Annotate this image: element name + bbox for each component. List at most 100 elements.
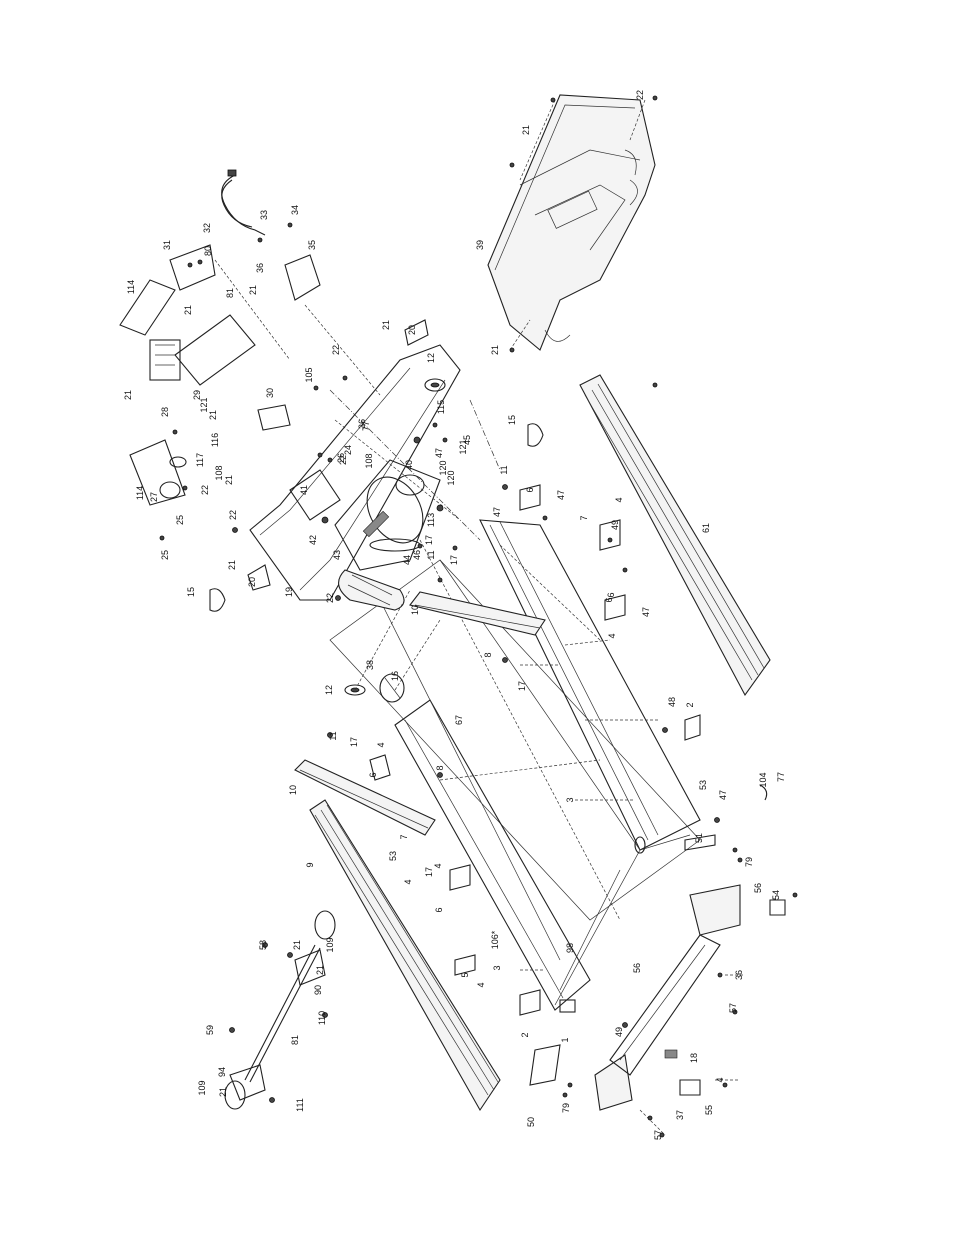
part-label: 81 [225, 288, 235, 298]
part-label: 26 [336, 453, 346, 463]
rear-endcap-right [689, 884, 786, 936]
part-label: 24 [343, 445, 353, 455]
part-label: 22 [635, 90, 645, 100]
part-label: 56 [632, 963, 642, 973]
part-label: 41 [299, 485, 309, 495]
side-brackets [369, 484, 716, 1086]
part-label: 29 [192, 390, 202, 400]
drive-belt [338, 569, 405, 611]
part-label: 21 [227, 560, 237, 570]
part-label: 8 [483, 652, 493, 657]
part-label: 36 [734, 970, 744, 980]
part-label: 17 [349, 737, 359, 747]
part-label: 90 [313, 985, 323, 995]
part-label: 40 [404, 460, 414, 470]
part-label: 55 [704, 1105, 714, 1115]
part-label: 56 [753, 883, 763, 893]
part-label: 108 [214, 465, 224, 480]
pulley-rear [424, 378, 446, 392]
rear-roller-cover [609, 934, 721, 1076]
part-label: 21 [218, 1087, 228, 1097]
part-label: 47 [492, 507, 502, 517]
part-label: 49 [614, 1027, 624, 1037]
part-label: 31 [162, 240, 172, 250]
part-number-labels: 1223344444445666667788910101111111212151… [123, 90, 786, 1140]
safety-key-clips [209, 423, 768, 801]
bracket-20-rear [404, 319, 429, 346]
assembly-lines [214, 259, 745, 1136]
part-label: 22 [331, 345, 341, 355]
part-label: 11 [328, 731, 338, 740]
part-label: 57 [728, 1003, 738, 1013]
part-label: 21 [248, 285, 258, 295]
part-label: 25 [160, 550, 170, 560]
part-label: 30 [265, 388, 275, 398]
part-label: 6 [604, 597, 614, 602]
part-label: 16 [390, 671, 400, 681]
part-label: 10 [410, 605, 420, 615]
part-label: 113 [426, 513, 436, 527]
part-label: 21 [521, 125, 531, 135]
part-label: 37 [675, 1110, 685, 1120]
part-label: 22 [338, 455, 348, 465]
part-label: 4 [607, 633, 617, 638]
part-label: 36 [255, 263, 265, 273]
part-label: 42 [308, 535, 318, 545]
part-label: 36 [357, 419, 367, 429]
motor-frame [249, 344, 461, 601]
bracket-29 [257, 404, 291, 431]
part-label: 67 [454, 715, 464, 725]
part-label: 50 [526, 1117, 536, 1127]
part-label: 53 [388, 851, 398, 861]
part-label: 110 [317, 1011, 327, 1025]
part-label: 108 [364, 453, 374, 468]
part-label: 79 [561, 1103, 571, 1113]
part-label: 17 [517, 681, 527, 691]
controller-board [119, 244, 256, 386]
part-label: 5 [460, 972, 470, 977]
part-label: 28 [160, 407, 170, 417]
part-label: 11 [426, 550, 436, 559]
part-label: 12 [324, 685, 334, 695]
part-label: 4 [376, 742, 386, 747]
left-side-rail [309, 799, 501, 1112]
part-label: 18 [689, 1053, 699, 1063]
part-label: 22 [228, 510, 238, 520]
part-label: 115 [436, 400, 446, 414]
part-label: 20 [247, 577, 257, 587]
part-label: 45 [462, 435, 472, 445]
hood-shell [487, 94, 658, 353]
part-label: 21 [381, 320, 391, 330]
part-label: 2 [685, 702, 695, 707]
part-label: 21 [224, 475, 234, 485]
part-label: 22 [325, 593, 335, 603]
right-side-rail [579, 374, 771, 697]
part-label: 98 [565, 943, 575, 953]
bracket-20-front [247, 564, 271, 591]
part-label: 6 [606, 592, 616, 597]
part-label: 35 [307, 240, 317, 250]
part-label: 32 [202, 223, 212, 233]
part-label: 6 [434, 907, 444, 912]
part-label: 114 [135, 486, 145, 500]
upright-left [294, 759, 436, 836]
part-label: 58 [258, 940, 268, 950]
part-label: 2 [520, 1032, 530, 1037]
part-label: 21 [208, 410, 218, 420]
part-label: 47 [434, 448, 444, 458]
part-label: 4 [476, 982, 486, 987]
part-label: 94 [217, 1067, 227, 1077]
part-label: 121 [199, 397, 209, 412]
part-label: 6 [368, 772, 378, 777]
part-label: 117 [195, 453, 205, 467]
part-label: 80 [203, 246, 213, 256]
part-label: 3 [492, 965, 502, 970]
part-label: 111 [295, 1098, 305, 1112]
part-label: 4 [433, 863, 443, 868]
part-label: 106* [490, 930, 500, 949]
part-label: 33 [259, 210, 269, 220]
part-label: 17 [424, 535, 434, 545]
part-label: 43 [332, 550, 342, 560]
part-label: 38 [365, 660, 375, 670]
